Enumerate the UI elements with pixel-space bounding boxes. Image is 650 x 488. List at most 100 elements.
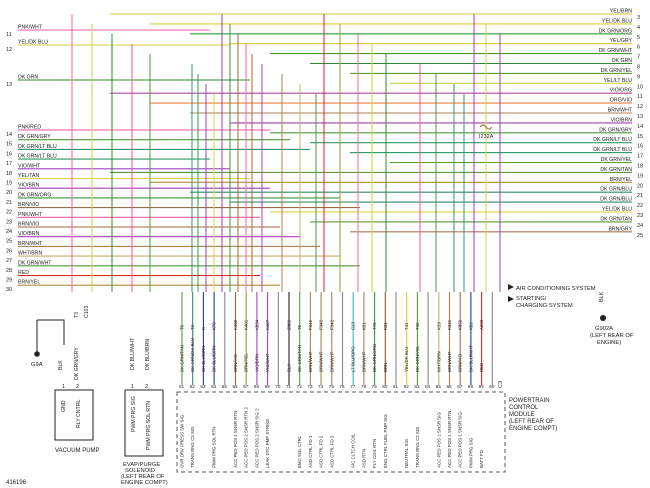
left-wire-number: 23 xyxy=(6,219,12,225)
pin-number: 63 xyxy=(200,384,206,389)
pin-circuit: F342 xyxy=(329,319,334,330)
right-wire-number: 7 xyxy=(637,55,640,61)
pin-function: TRANS RNG C3 SIG xyxy=(190,426,195,468)
evap-func-1: PWM PRG SIG xyxy=(131,396,137,432)
pin-number: 89 xyxy=(479,384,485,389)
pin-number: 64 xyxy=(211,384,217,389)
left-wire-number: 22 xyxy=(6,210,12,216)
charging-label-1: STARTING/ xyxy=(516,296,547,302)
ac-system-label: AIR CONDITIONING SYSTEM xyxy=(516,286,596,292)
vacuum-connector: C103 xyxy=(84,305,90,318)
pin-function: ACC PED POS 2 SNSR RTN 2 xyxy=(244,407,249,468)
ground-icon xyxy=(600,315,606,321)
left-wire-label: VIO/BRN xyxy=(18,231,40,237)
left-wire-number: 21 xyxy=(6,200,12,206)
left-wire-label: PNK/RED xyxy=(18,125,41,131)
pcm-label-2: CONTROL xyxy=(509,405,539,411)
left-wire-label: VIO/BRN xyxy=(18,183,40,189)
pin-number: 88 xyxy=(468,384,474,389)
right-wire-label: BRN/YEL xyxy=(610,177,632,183)
pin-number: 80 xyxy=(382,384,388,389)
pin-wire-label: BRN/WHT xyxy=(308,351,313,372)
right-wire-number: 16 xyxy=(637,144,643,150)
right-wire-label: VIO/BRN xyxy=(611,117,633,123)
left-wire-label: DK GRN/LT BLU xyxy=(18,144,57,150)
left-wire-number: 24 xyxy=(6,229,12,235)
right-wire-label: YEL/LT BLU xyxy=(604,78,633,84)
right-wire-number: 24 xyxy=(637,223,643,229)
left-wire-number: 27 xyxy=(6,258,12,264)
left-wire-label: PNK/WHT xyxy=(18,212,43,218)
pin-number: 76 xyxy=(340,384,346,389)
left-wire-number: 26 xyxy=(6,248,12,254)
pin-function: EMC SOL CTRL xyxy=(297,435,302,468)
pcm-label-5: ENGINE COMPT) xyxy=(509,426,557,432)
evap-pin-2: 2 xyxy=(145,384,148,390)
right-wire: 23 YEL/DK BLU xyxy=(602,207,643,220)
right-wire-number: 13 xyxy=(637,114,643,120)
pin-function: ENG CTRL FUEL PMP SIG xyxy=(383,414,388,468)
vacuum-wire-blk: BLK xyxy=(58,360,64,370)
pin-circuit: T6 xyxy=(190,324,195,330)
pin-circuit: F342 xyxy=(319,319,324,330)
right-wire-number: 15 xyxy=(637,134,643,140)
pin-circuit: K70 xyxy=(212,322,217,330)
pin-function: ASD CTRL FD 1 xyxy=(308,435,313,468)
pin-number: 70 xyxy=(275,384,281,389)
pin-wire-label: BRN/WHT xyxy=(319,351,324,372)
pin-function: OVR DRV PRESS SW SIG xyxy=(180,414,185,468)
right-wire: 6 YEL/GRY xyxy=(610,38,640,51)
vertical-wires xyxy=(71,14,501,292)
right-wire-label: YEL/GRY xyxy=(610,38,633,44)
blk-label: BLK xyxy=(599,291,605,302)
pin-wire-label: LT BLU/ORG xyxy=(351,346,356,372)
evap-wire-2: DK BLU/BRN xyxy=(145,339,151,370)
pin-number: 65 xyxy=(222,384,228,389)
pcm-label-4: (LEFT REAR OF xyxy=(509,419,554,425)
pin-number: 90 xyxy=(489,384,495,389)
pin-circuit: K400 xyxy=(233,319,238,330)
right-wire-label: DK GRN/TAN xyxy=(600,167,632,173)
pin-wire-label: BRN/WHT xyxy=(329,351,334,372)
pin-circuit: C13 xyxy=(351,321,356,330)
pin-function: ASD CTRL FD 3 xyxy=(329,435,334,468)
right-wire-number: 23 xyxy=(637,213,643,219)
right-wire-label: DK GRN/GRY xyxy=(599,127,632,133)
pin-circuit: T6 xyxy=(297,324,302,330)
evap-purge-solenoid: DK BLU/WHT DK BLU/BRN 1 2 PWM PRG SIG PW… xyxy=(121,337,168,486)
right-wire-label: DK GRN/WHT xyxy=(599,48,633,54)
left-wire-number: 16 xyxy=(6,151,12,157)
right-wire: 8DK GRN xyxy=(612,58,640,71)
right-wire-number: 12 xyxy=(637,104,643,110)
right-wire-number: 6 xyxy=(637,45,640,51)
right-wire-label: BRN/GRY xyxy=(608,226,632,232)
right-wire-number: 4 xyxy=(637,25,640,31)
charging-label-2: CHARGING SYSTEM xyxy=(516,303,573,309)
evap-label-1: EVAP/PURGE xyxy=(123,462,160,468)
left-wire-label: RED xyxy=(18,270,29,276)
page-id: 416196 xyxy=(6,480,27,486)
pin-function: ACC PED POS 1 SNSR RTN xyxy=(233,411,238,468)
left-wire: 23 PNK/WHT xyxy=(6,212,43,226)
pin-number: 84 xyxy=(425,384,431,389)
evap-func-2: PWM PRG SOL RTN xyxy=(146,401,152,450)
right-wire-label: YEL/DK BLU xyxy=(602,207,632,213)
pin-number: 61 xyxy=(179,384,185,389)
left-wire-label: BRN/VIO xyxy=(18,202,39,208)
right-wire-number: 18 xyxy=(637,164,643,170)
vacuum-func-gnd: GND xyxy=(61,400,67,412)
